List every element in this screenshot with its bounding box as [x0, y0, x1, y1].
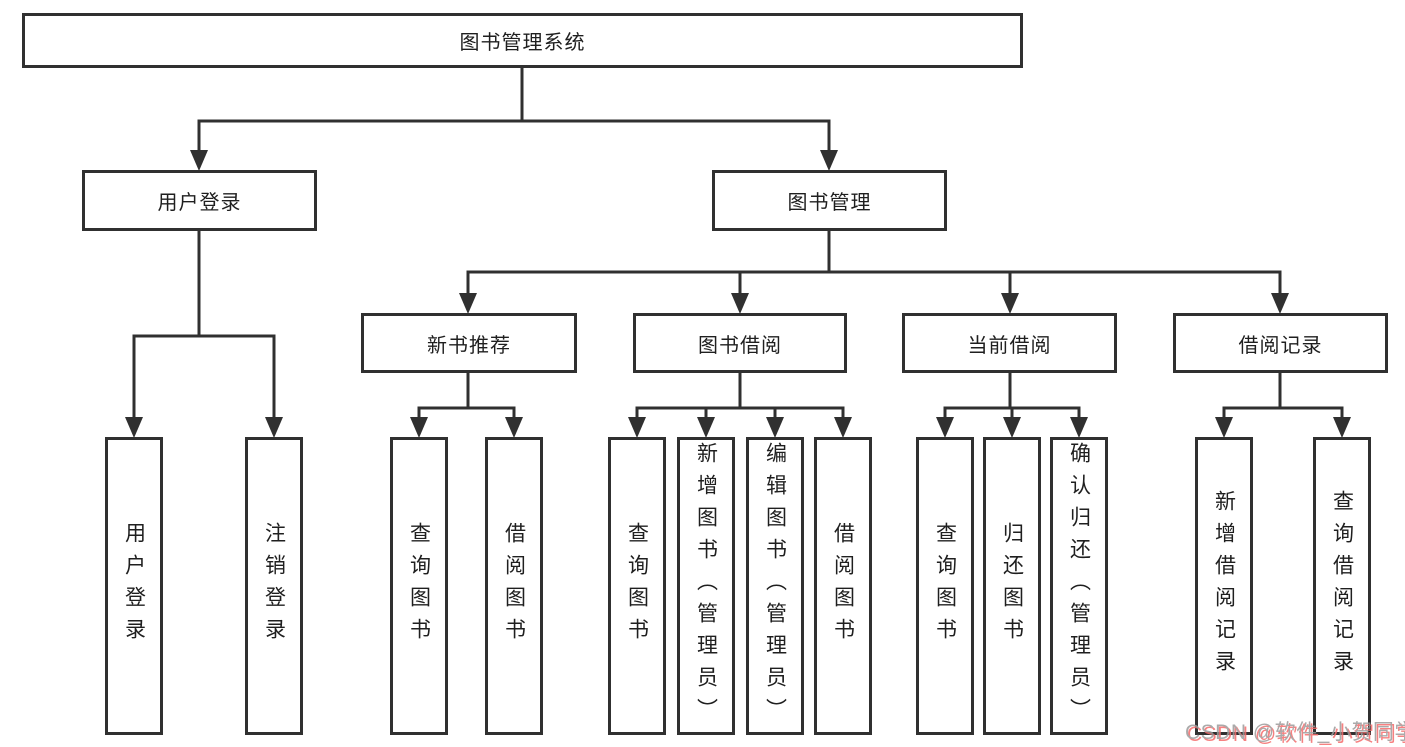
node-label: 图书管理系统: [459, 32, 586, 54]
arrowhead-icon: [834, 417, 852, 438]
node-borrow-records: 借阅记录: [1173, 313, 1388, 373]
node-label: 用户登录: [122, 522, 146, 650]
node-label: 新书推荐: [427, 334, 511, 357]
arrowhead-icon: [265, 417, 283, 438]
node-label: 当前借阅: [967, 334, 1052, 357]
node-label: 图书借阅: [698, 334, 782, 357]
node-label: 编辑图书（管理员）: [763, 442, 787, 730]
leaf-br-add-borrow-record: 新增借阅记录: [1195, 437, 1253, 735]
leaf-nbr-query-books: 查询图书: [390, 437, 448, 735]
node-label: 归还图书: [1000, 522, 1024, 650]
arrowhead-icon: [1001, 293, 1019, 314]
arrowhead-icon: [731, 293, 749, 314]
arrowhead-icon: [125, 417, 143, 438]
node-new-book-recommend: 新书推荐: [361, 313, 577, 373]
connector-path: [132, 68, 1344, 419]
node-label: 查询图书: [933, 522, 957, 650]
leaf-br-query-borrow-record: 查询借阅记录: [1313, 437, 1371, 735]
arrowhead-icon: [697, 417, 715, 438]
leaf-cb-confirm-return-admin: 确认归还（管理员）: [1050, 437, 1108, 735]
arrowhead-icon: [628, 417, 646, 438]
node-library-system: 图书管理系统: [22, 13, 1023, 68]
node-label: 确认归还（管理员）: [1067, 442, 1091, 730]
arrowhead-icon: [410, 417, 428, 438]
arrowhead-icon: [190, 150, 208, 171]
leaf-cb-return-books: 归还图书: [983, 437, 1041, 735]
arrowhead-icon: [820, 150, 838, 171]
arrowhead-icon: [1215, 417, 1233, 438]
arrowhead-icon: [1271, 293, 1289, 314]
node-current-borrowing: 当前借阅: [902, 313, 1117, 373]
node-book-borrowing: 图书借阅: [633, 313, 847, 373]
arrowhead-icon: [1070, 417, 1088, 438]
node-label: 新增借阅记录: [1212, 490, 1236, 682]
node-label: 借阅图书: [831, 522, 855, 650]
node-label: 用户登录: [157, 192, 242, 214]
node-user-login: 用户登录: [82, 170, 317, 231]
leaf-bb-borrow-books: 借阅图书: [814, 437, 872, 735]
node-label: 注销登录: [262, 522, 286, 650]
arrowhead-icon: [766, 417, 784, 438]
node-label: 查询图书: [625, 522, 649, 650]
leaf-user-login: 用户登录: [105, 437, 163, 735]
leaf-nbr-borrow-books: 借阅图书: [485, 437, 543, 735]
node-label: 图书管理: [787, 192, 872, 214]
node-label: 借阅记录: [1238, 334, 1323, 357]
node-label: 借阅图书: [502, 522, 526, 650]
leaf-bb-add-books-admin: 新增图书（管理员）: [677, 437, 735, 735]
leaf-cb-query-books: 查询图书: [916, 437, 974, 735]
arrowhead-icon: [1003, 417, 1021, 438]
node-label: 查询图书: [407, 522, 431, 650]
arrowhead-icon: [1333, 417, 1351, 438]
node-label: 查询借阅记录: [1330, 490, 1354, 682]
arrowhead-icon: [459, 293, 477, 314]
arrowhead-icon: [505, 417, 523, 438]
arrowhead-icon: [936, 417, 954, 438]
node-book-management: 图书管理: [712, 170, 947, 231]
leaf-bb-edit-books-admin: 编辑图书（管理员）: [746, 437, 804, 735]
leaf-logout: 注销登录: [245, 437, 303, 735]
leaf-bb-query-books: 查询图书: [608, 437, 666, 735]
node-label: 新增图书（管理员）: [694, 442, 718, 730]
csdn-watermark: CSDN @软件_小贺同学: [1185, 721, 1405, 744]
